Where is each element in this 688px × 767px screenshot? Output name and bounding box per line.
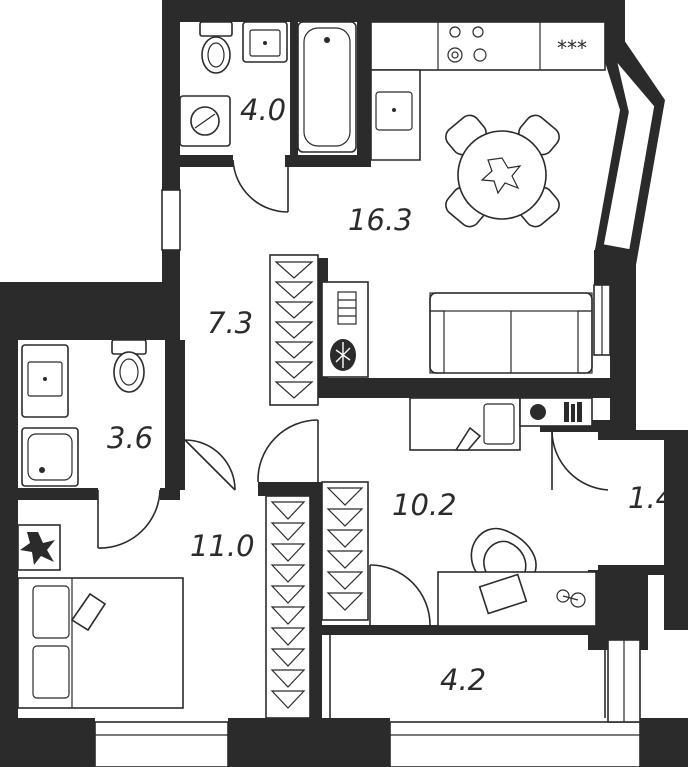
area-label-bathroom: 4.0 xyxy=(240,93,286,127)
doors xyxy=(97,159,609,626)
area-label-storage: 1.4 xyxy=(628,481,674,515)
wc-sink-icon xyxy=(21,344,69,418)
hanger-mark xyxy=(274,361,314,379)
area-label-kitchen-living: 16.3 xyxy=(348,203,413,237)
room-wardrobe xyxy=(321,481,369,621)
washbasin-icon xyxy=(242,21,288,63)
balcony-edge xyxy=(329,635,606,718)
hanger-mark xyxy=(326,571,364,590)
sofa-icon xyxy=(429,292,593,374)
hanger-mark xyxy=(326,529,364,548)
washing-machine-icon xyxy=(179,95,231,147)
hanger-mark xyxy=(270,606,306,625)
hanger-mark xyxy=(274,381,314,399)
dining-table-icon xyxy=(445,114,560,228)
area-label-wc: 3.6 xyxy=(107,421,153,455)
hanger-mark xyxy=(270,585,306,604)
bookshelf-icon xyxy=(519,397,593,427)
area-label-bedroom: 11.0 xyxy=(190,529,255,563)
area-labels: 4.0 16.3 7.3 3.6 11.0 10.2 1.4 4.2 xyxy=(107,93,674,697)
hanger-mark xyxy=(274,281,314,299)
small-bed-icon xyxy=(409,397,521,451)
toilet-icon xyxy=(199,21,233,74)
bedroom-wardrobe xyxy=(265,495,311,719)
hanger-mark xyxy=(326,550,364,569)
hanger-mark xyxy=(270,522,306,541)
hanger-mark xyxy=(270,627,306,646)
bed-icon xyxy=(17,577,184,709)
hanger-mark xyxy=(274,341,314,359)
wc-toilet-icon xyxy=(111,339,147,393)
plant-icon xyxy=(330,339,356,371)
hanger-mark xyxy=(270,501,306,520)
shower-icon xyxy=(21,427,79,487)
kitchen-sink-icon xyxy=(375,91,413,131)
fridge-icon: *** xyxy=(557,36,587,60)
svg-text:***: *** xyxy=(557,36,587,60)
hanger-mark xyxy=(326,508,364,527)
area-label-hallway: 7.3 xyxy=(207,306,253,340)
bedroom-plant-icon xyxy=(17,524,61,571)
area-label-balcony: 4.2 xyxy=(440,663,486,697)
hallway-wardrobe xyxy=(269,254,319,406)
bathtub-icon xyxy=(297,21,357,153)
hanger-mark xyxy=(270,543,306,562)
hanger-mark xyxy=(326,487,364,506)
hanger-mark xyxy=(270,690,306,709)
windows xyxy=(94,40,665,767)
hanger-mark xyxy=(270,648,306,667)
hanger-mark xyxy=(274,301,314,319)
area-label-room: 10.2 xyxy=(392,488,457,522)
hanger-mark xyxy=(270,669,306,688)
hanger-mark xyxy=(270,564,306,583)
desk-icon xyxy=(437,527,597,627)
hanger-mark xyxy=(274,321,314,339)
stove-icon xyxy=(447,26,487,63)
hanger-mark xyxy=(274,261,314,279)
hanger-mark xyxy=(326,592,364,611)
